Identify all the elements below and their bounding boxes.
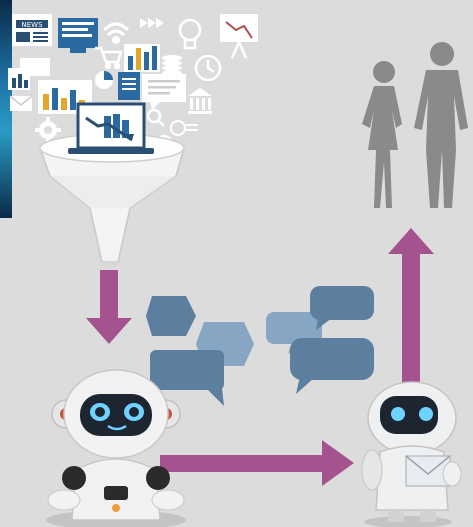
cart-icon bbox=[95, 46, 123, 70]
person-silhouette-man bbox=[414, 42, 468, 208]
chart-icon bbox=[58, 18, 98, 53]
person-silhouette-woman bbox=[362, 61, 402, 208]
chat-bubble bbox=[150, 350, 224, 406]
bar-chart-icon bbox=[124, 44, 160, 72]
data-icon-cloud: NEWS bbox=[8, 14, 258, 153]
arrow-robot-to-people bbox=[388, 228, 434, 402]
arrow-funnel-to-robot bbox=[86, 270, 132, 344]
dollar-icon bbox=[170, 120, 198, 136]
arrow-robot-to-robot bbox=[160, 440, 354, 486]
news-icon: NEWS bbox=[12, 14, 52, 46]
presentation-icon bbox=[220, 14, 258, 59]
data-funnel bbox=[38, 133, 185, 274]
pie-chart-icon bbox=[95, 71, 113, 89]
bank-icon bbox=[188, 88, 212, 114]
coins-icon bbox=[162, 55, 182, 76]
news-label: NEWS bbox=[21, 21, 43, 29]
robot-assistant-left bbox=[46, 369, 186, 527]
small-charts bbox=[8, 58, 92, 114]
laptop-chart-icon bbox=[68, 102, 154, 154]
lightbulb-icon bbox=[178, 18, 202, 50]
chat-bubble bbox=[290, 338, 374, 394]
wifi-icon bbox=[102, 22, 130, 44]
envelope-icon bbox=[405, 455, 462, 487]
envelope-icon bbox=[9, 95, 33, 111]
robot-assistant-right bbox=[361, 381, 457, 527]
document-icon bbox=[118, 72, 140, 100]
chat-bubbles bbox=[146, 286, 374, 406]
search-icon bbox=[146, 108, 165, 127]
clock-icon bbox=[194, 54, 222, 82]
side-image-strip bbox=[0, 0, 12, 218]
chat-bubble bbox=[146, 296, 196, 336]
speech-document-icon bbox=[142, 74, 186, 110]
chat-bubble bbox=[310, 286, 374, 330]
play-icon bbox=[140, 18, 164, 28]
